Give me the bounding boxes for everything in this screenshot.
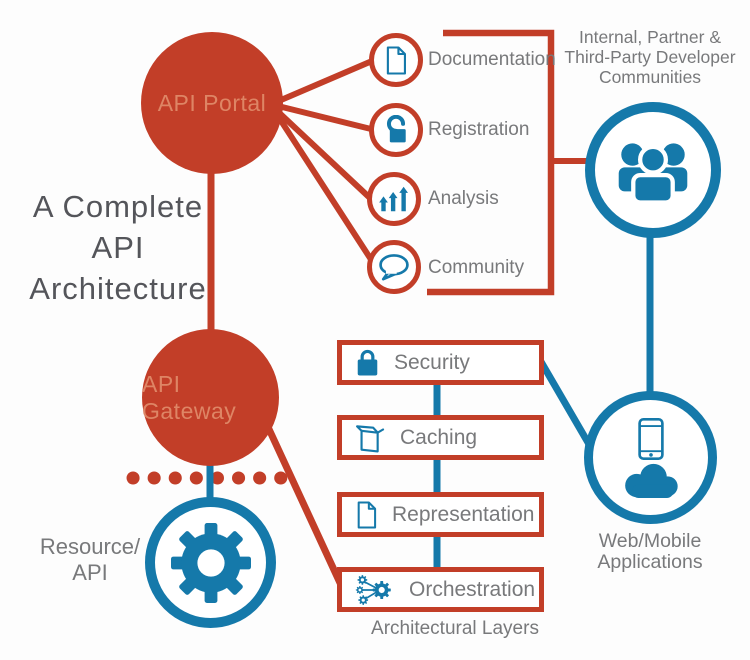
documentation-label: Documentation	[428, 49, 556, 70]
title-line-2: API	[91, 230, 145, 265]
security-layer: Security	[337, 340, 544, 385]
diagram-title: A Complete API Architecture	[14, 186, 222, 309]
registration-node	[369, 103, 423, 157]
document-icon	[357, 500, 377, 529]
title-line-3: Architecture	[29, 271, 207, 306]
gear-icon	[170, 522, 251, 603]
api-gateway-label: API Gateway	[142, 370, 237, 424]
web-mobile-line-1: Web/Mobile	[598, 530, 702, 552]
resource-api-label: Resource/ API	[20, 534, 160, 586]
orchestration-layer: Orchestration	[337, 567, 544, 612]
caching-layer: Caching	[337, 415, 544, 460]
title-line-1: A Complete	[32, 189, 204, 224]
developer-communities-line-2: Third-Party Developer	[564, 47, 736, 67]
document-icon	[386, 45, 406, 75]
lock-icon	[357, 349, 378, 375]
developer-communities-node	[585, 102, 721, 238]
unlock-icon	[386, 115, 406, 143]
developer-communities-line-1: Internal, Partner &	[578, 27, 722, 47]
web-mobile-line-2: Applications	[597, 551, 703, 573]
api-gateway-node: API Gateway	[142, 329, 279, 466]
resource-api-line-2: API	[72, 560, 108, 585]
people-group-icon	[618, 143, 688, 205]
registration-label: Registration	[428, 119, 530, 140]
web-mobile-node	[584, 391, 717, 524]
web-mobile-label: Web/Mobile Applications	[562, 531, 738, 573]
community-label: Community	[428, 257, 525, 278]
security-label: Security	[394, 350, 470, 374]
bar-chart-icon	[379, 186, 408, 212]
orchestration-label: Orchestration	[409, 577, 536, 601]
documentation-node	[369, 33, 423, 87]
analysis-label: Analysis	[428, 188, 499, 209]
developer-communities-label: Internal, Partner & Third-Party Develope…	[550, 27, 750, 87]
representation-label: Representation	[392, 502, 535, 526]
community-node	[367, 240, 421, 294]
resource-api-node	[145, 497, 276, 628]
cloud-icon	[624, 463, 678, 498]
api-portal-node: API Portal	[141, 32, 283, 174]
api-portal-label: API Portal	[157, 89, 267, 116]
storage-box-icon	[356, 424, 385, 452]
smartphone-icon	[637, 417, 664, 461]
resource-api-line-1: Resource/	[39, 534, 141, 559]
representation-layer: Representation	[337, 492, 544, 537]
architectural-layers-caption: Architectural Layers	[371, 618, 539, 639]
gears-icon	[355, 574, 391, 605]
caching-label: Caching	[400, 425, 478, 449]
speech-bubble-icon	[379, 253, 409, 280]
analysis-node	[367, 172, 421, 226]
developer-communities-line-3: Communities	[598, 67, 702, 87]
